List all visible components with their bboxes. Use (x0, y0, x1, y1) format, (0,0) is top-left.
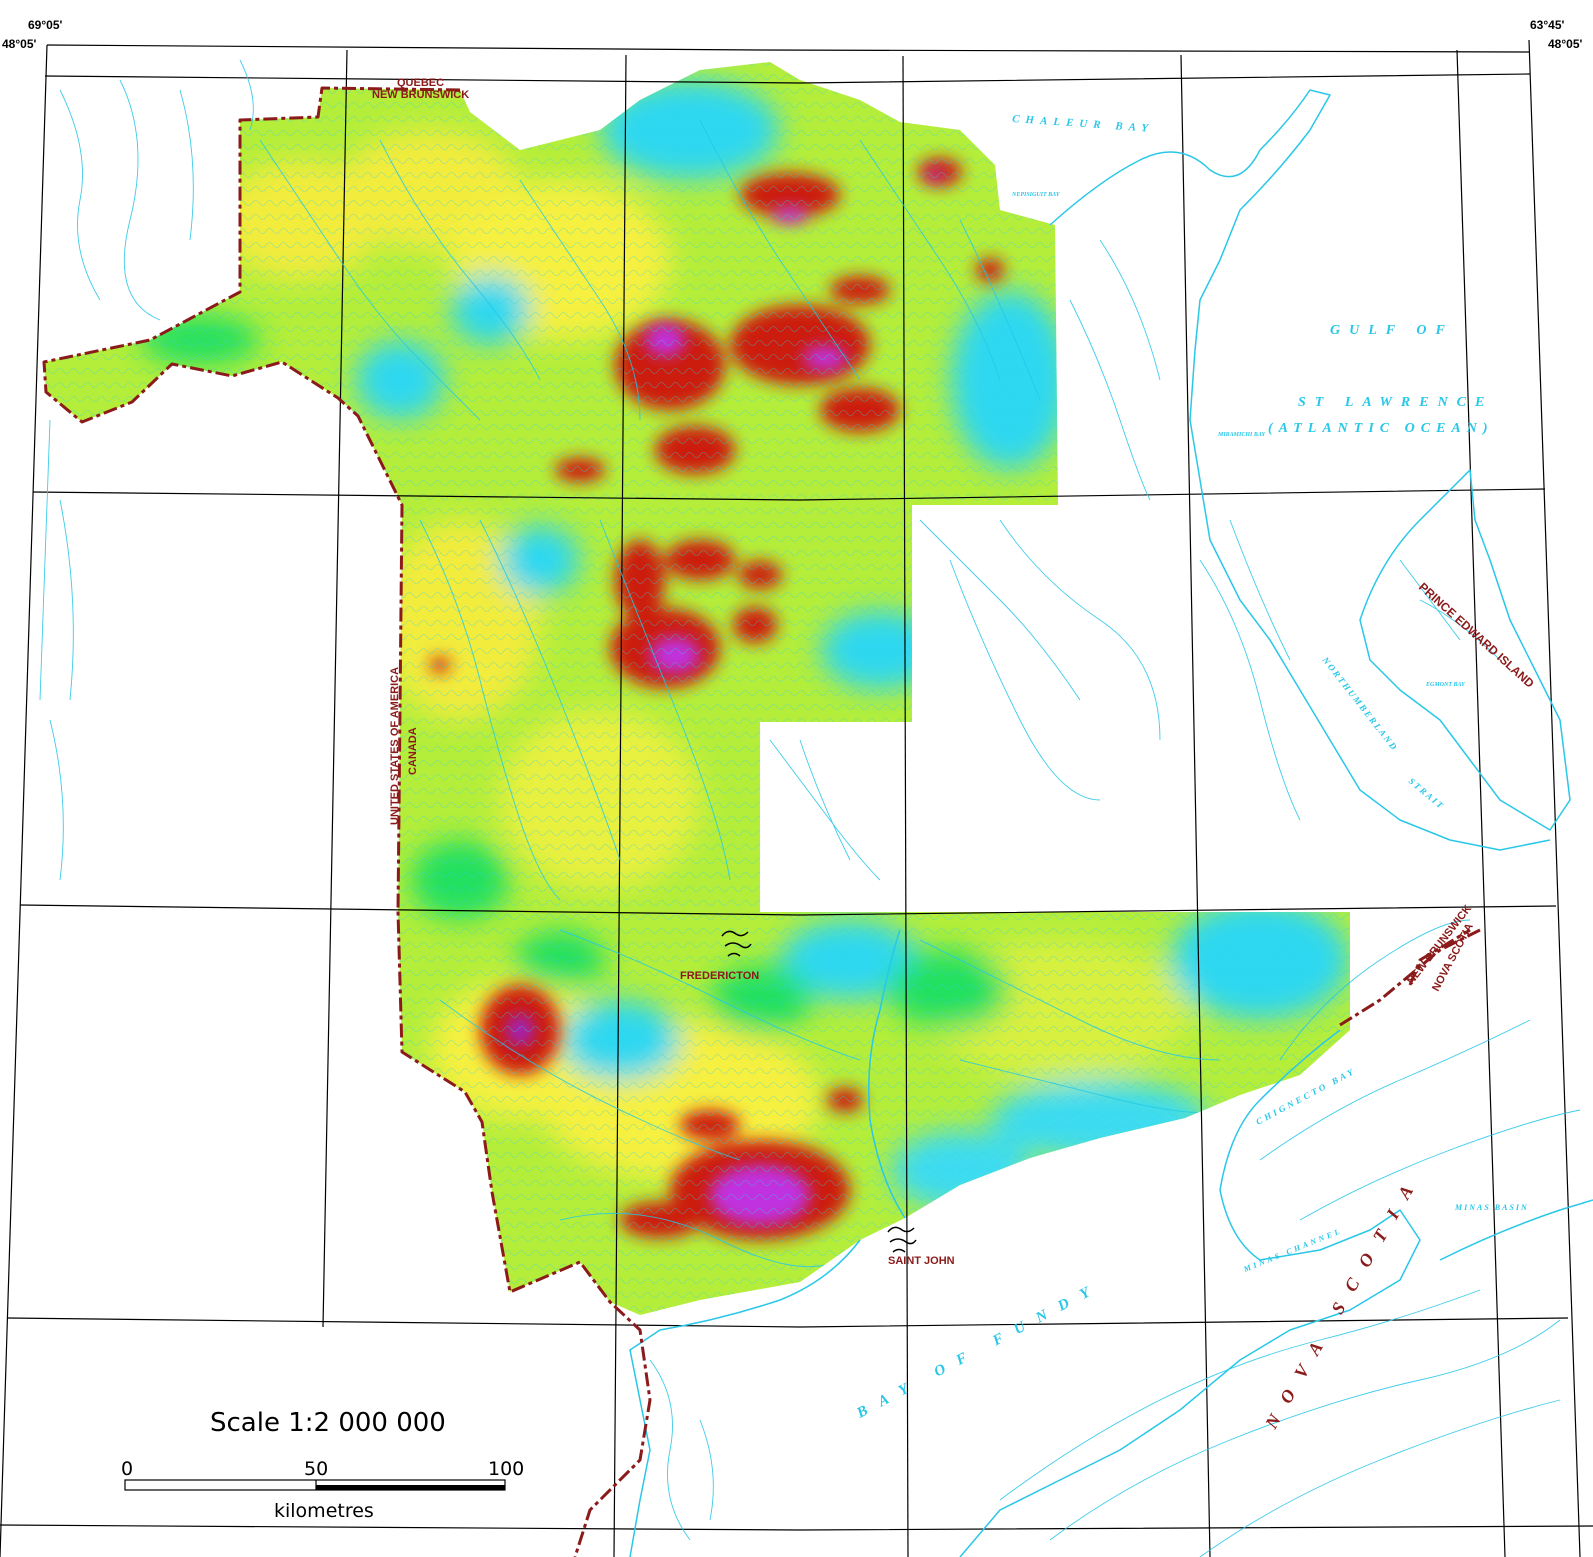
chaleur-bay-label: CHALEUR BAY (1012, 113, 1155, 135)
river-network (39, 59, 1581, 1557)
corner-top-left-longitude: 69°05' (28, 18, 63, 32)
northumberland-label: NORTHUMBERLAND (1320, 654, 1400, 753)
saint-john-symbol (887, 1226, 917, 1253)
fredericton-symbol (721, 930, 752, 957)
st-lawrence-label: ST LAWRENCE (1298, 395, 1493, 410)
coastlines (629, 89, 1593, 1557)
scale-bar (124, 1479, 506, 1491)
scale-tick-0: 0 (121, 1458, 134, 1480)
scale-tick-100: 100 (488, 1458, 525, 1480)
scale-tick-50: 50 (304, 1458, 329, 1480)
canada-label: CANADA (407, 727, 419, 775)
scale-units: kilometres (274, 1500, 374, 1522)
quebec-label: QUEBEC (397, 77, 444, 89)
corner-top-right-latitude: 48°05' (1548, 37, 1583, 51)
bay-of-fundy-label: BAY OF FUNDY (853, 1278, 1105, 1422)
atlantic-ocean-label: (ATLANTIC OCEAN) (1268, 421, 1494, 436)
minas-channel-label: MINAS CHANNEL (1241, 1226, 1343, 1274)
saint-john-label: SAINT JOHN (888, 1255, 955, 1267)
corner-top-right-longitude: 63°45' (1530, 18, 1565, 32)
minas-basin-label: MINAS BASIN (1454, 1203, 1529, 1212)
province-borders (42, 86, 1481, 1557)
graticule (0, 39, 1593, 1557)
nb-rivers (259, 119, 1261, 1268)
miramichi-bay-label: MIRAMICHI BAY (1217, 432, 1267, 438)
nova-scotia-label-south: NOVA SCOTIA (1261, 1168, 1425, 1433)
fredericton-label: FREDERICTON (680, 970, 759, 982)
gulf-of-label: GULF OF (1330, 323, 1454, 338)
new-brunswick-top-label: NEW BRUNSWICK (372, 89, 469, 101)
nepisiguit-bay-label: NEPISIGUIT BAY (1011, 192, 1061, 198)
usa-label: UNITED STATES OF AMERICA (389, 667, 401, 825)
corner-top-left-latitude: 48°05' (2, 37, 37, 51)
egmont-bay-label: EGMONT BAY (1425, 682, 1466, 688)
scale-title: Scale 1:2 000 000 (210, 1408, 446, 1438)
strait-label: STRAIT (1407, 776, 1447, 812)
